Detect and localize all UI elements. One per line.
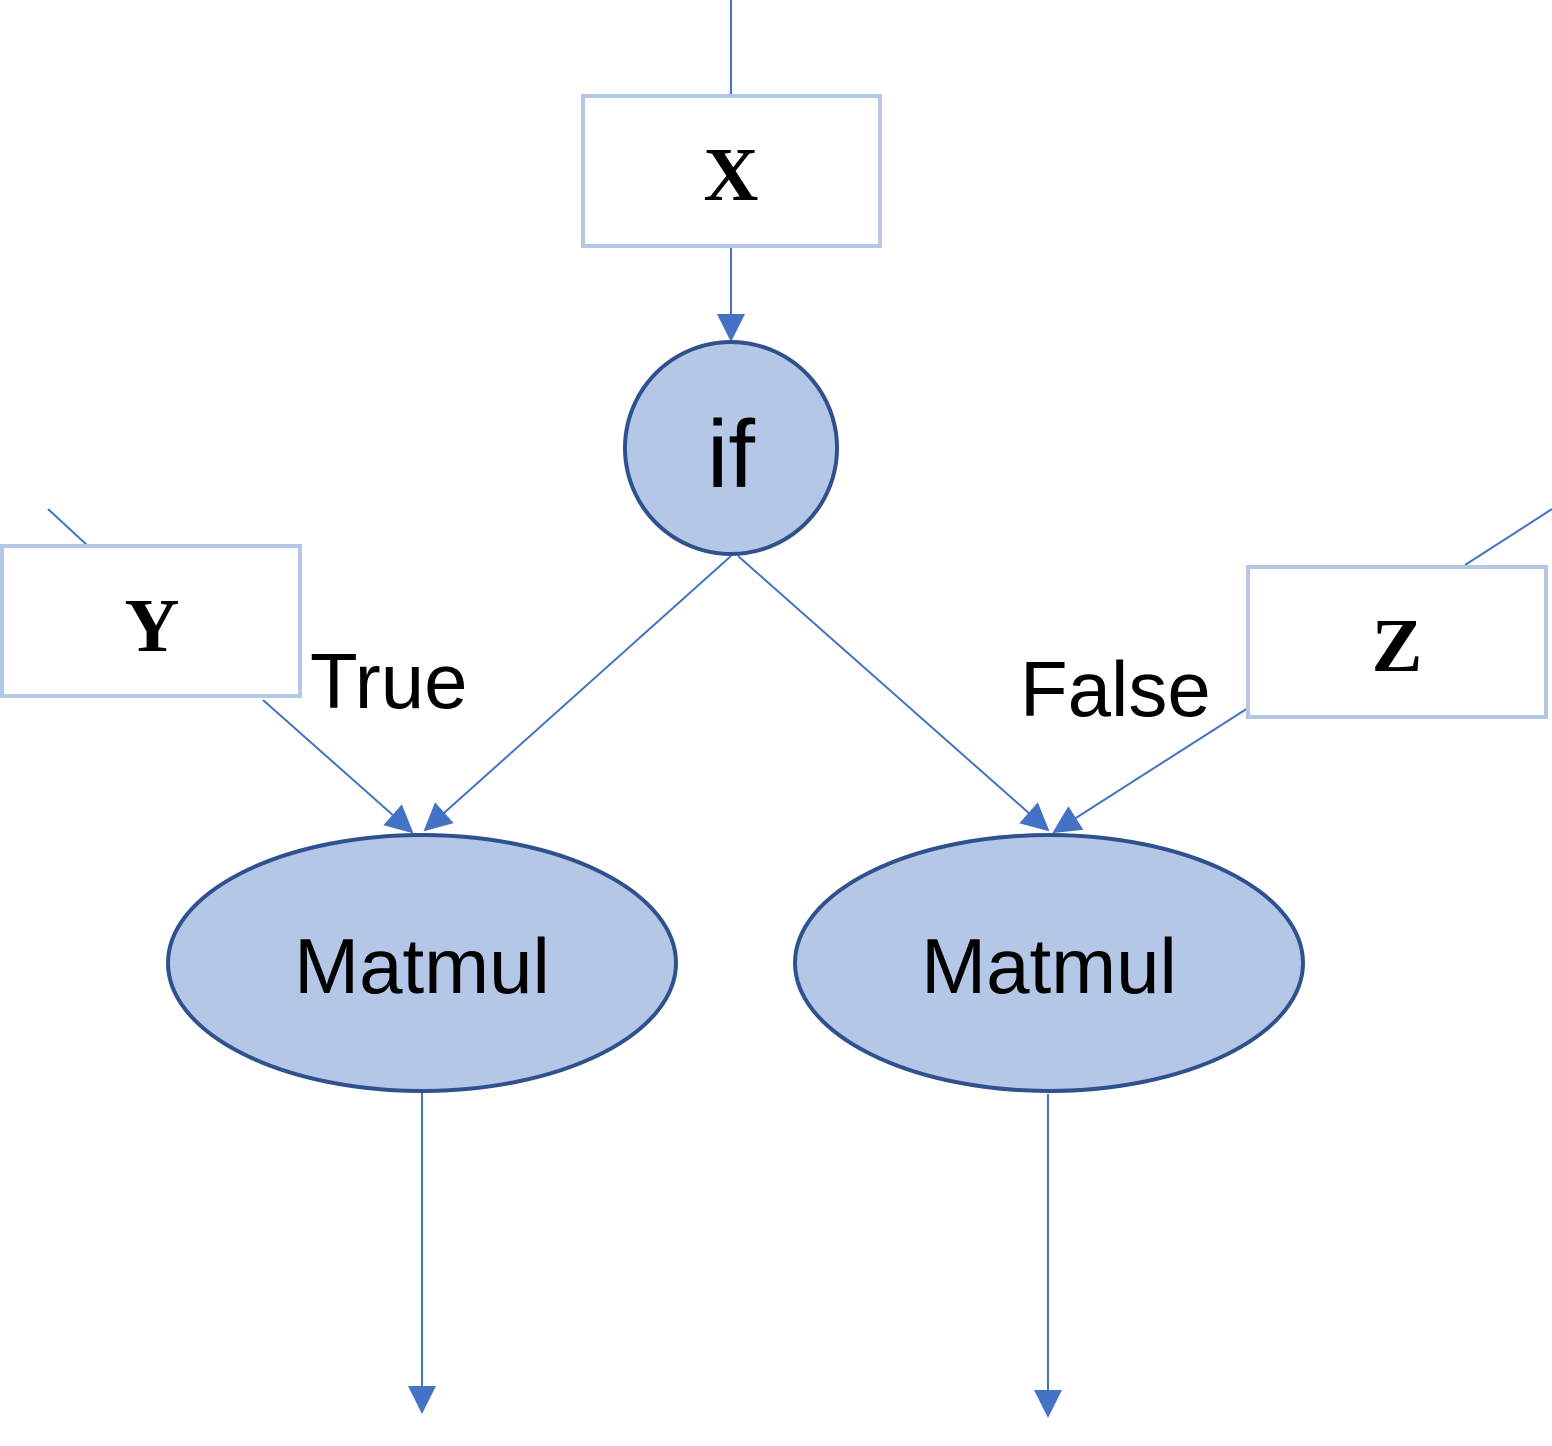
edge-input-y bbox=[47, 508, 89, 547]
edge-if-to-matmul-false bbox=[737, 555, 1050, 832]
matmul-true-label: Matmul bbox=[294, 922, 550, 1010]
matmul-false-ellipse bbox=[793, 833, 1305, 1093]
edge-input-z bbox=[1464, 508, 1552, 566]
tensor-x-box bbox=[581, 94, 882, 248]
matmul-false-label: Matmul bbox=[921, 922, 1177, 1010]
true-branch-label: True bbox=[310, 637, 468, 725]
tensor-y-label: Y bbox=[125, 584, 180, 668]
edge-y-to-matmul-true bbox=[262, 699, 414, 834]
edge-if-to-matmul-true bbox=[423, 555, 732, 832]
tensor-x-label: X bbox=[704, 133, 759, 217]
if-node-label: if bbox=[707, 401, 755, 508]
if-node-circle bbox=[623, 340, 839, 556]
tensor-z-label: Z bbox=[1372, 604, 1423, 688]
matmul-true-ellipse bbox=[166, 833, 678, 1093]
matmul-false-node: Matmul bbox=[793, 833, 1305, 1093]
matmul-true-node: Matmul bbox=[166, 833, 678, 1093]
tensor-y-box bbox=[0, 544, 302, 698]
tensor-z-box bbox=[1246, 565, 1548, 719]
tensor-x: X bbox=[581, 94, 882, 248]
tensor-z: Z bbox=[1246, 565, 1548, 719]
edge-z-to-matmul-false bbox=[1052, 707, 1249, 834]
tensor-y: Y bbox=[0, 544, 302, 698]
if-node: if bbox=[623, 340, 839, 556]
false-branch-label: False bbox=[1020, 645, 1211, 733]
